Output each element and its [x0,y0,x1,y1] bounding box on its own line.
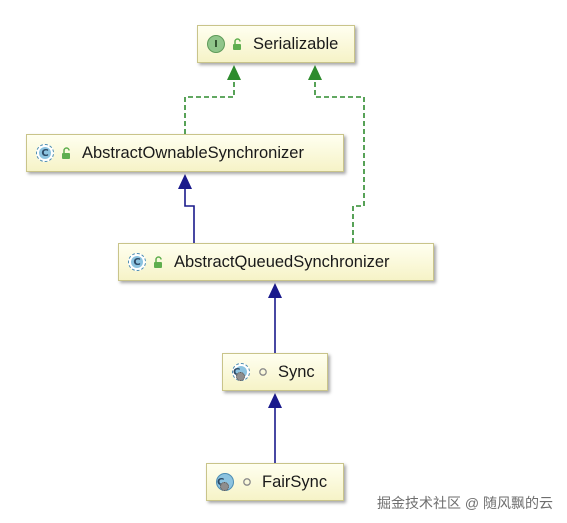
package-private-icon [256,365,270,379]
interface-icon: I [207,35,225,53]
node-abstract-ownable-synchronizer[interactable]: C AbstractOwnableSynchronizer [26,134,344,172]
static-marker-icon [236,371,245,381]
node-label: Sync [278,362,315,381]
package-private-icon [240,475,254,489]
public-unlock-icon [60,146,74,160]
arrowhead-aqs-aos [178,174,192,189]
node-label: AbstractQueuedSynchronizer [174,252,390,271]
node-abstract-queued-synchronizer[interactable]: C AbstractQueuedSynchronizer [118,243,434,281]
abstract-class-icon: C [128,253,146,271]
arrowhead-aqs-serializable [308,65,322,80]
edge-aqs-extends-aos [184,189,195,243]
node-label: FairSync [262,472,328,491]
public-unlock-icon [231,37,245,51]
abstract-static-class-icon: C [232,363,250,381]
abstract-class-icon: C [36,144,54,162]
node-sync[interactable]: C Sync [222,353,328,391]
edge-aos-implements-serializable [184,80,235,134]
node-fairsync[interactable]: C FairSync [206,463,344,501]
node-label: Serializable [253,34,339,53]
watermark: 掘金技术社区 @ 随风飘的云 [377,495,553,511]
node-label: AbstractOwnableSynchronizer [82,143,304,162]
public-unlock-icon [152,255,166,269]
static-class-icon: C [216,473,234,491]
node-serializable[interactable]: I Serializable [197,25,355,63]
arrowhead-fairsync-sync [268,393,282,408]
arrowhead-sync-aqs [268,283,282,298]
arrowhead-aos-serializable [227,65,241,80]
edge-aqs-implements-serializable [314,80,365,243]
static-marker-icon [220,481,229,491]
